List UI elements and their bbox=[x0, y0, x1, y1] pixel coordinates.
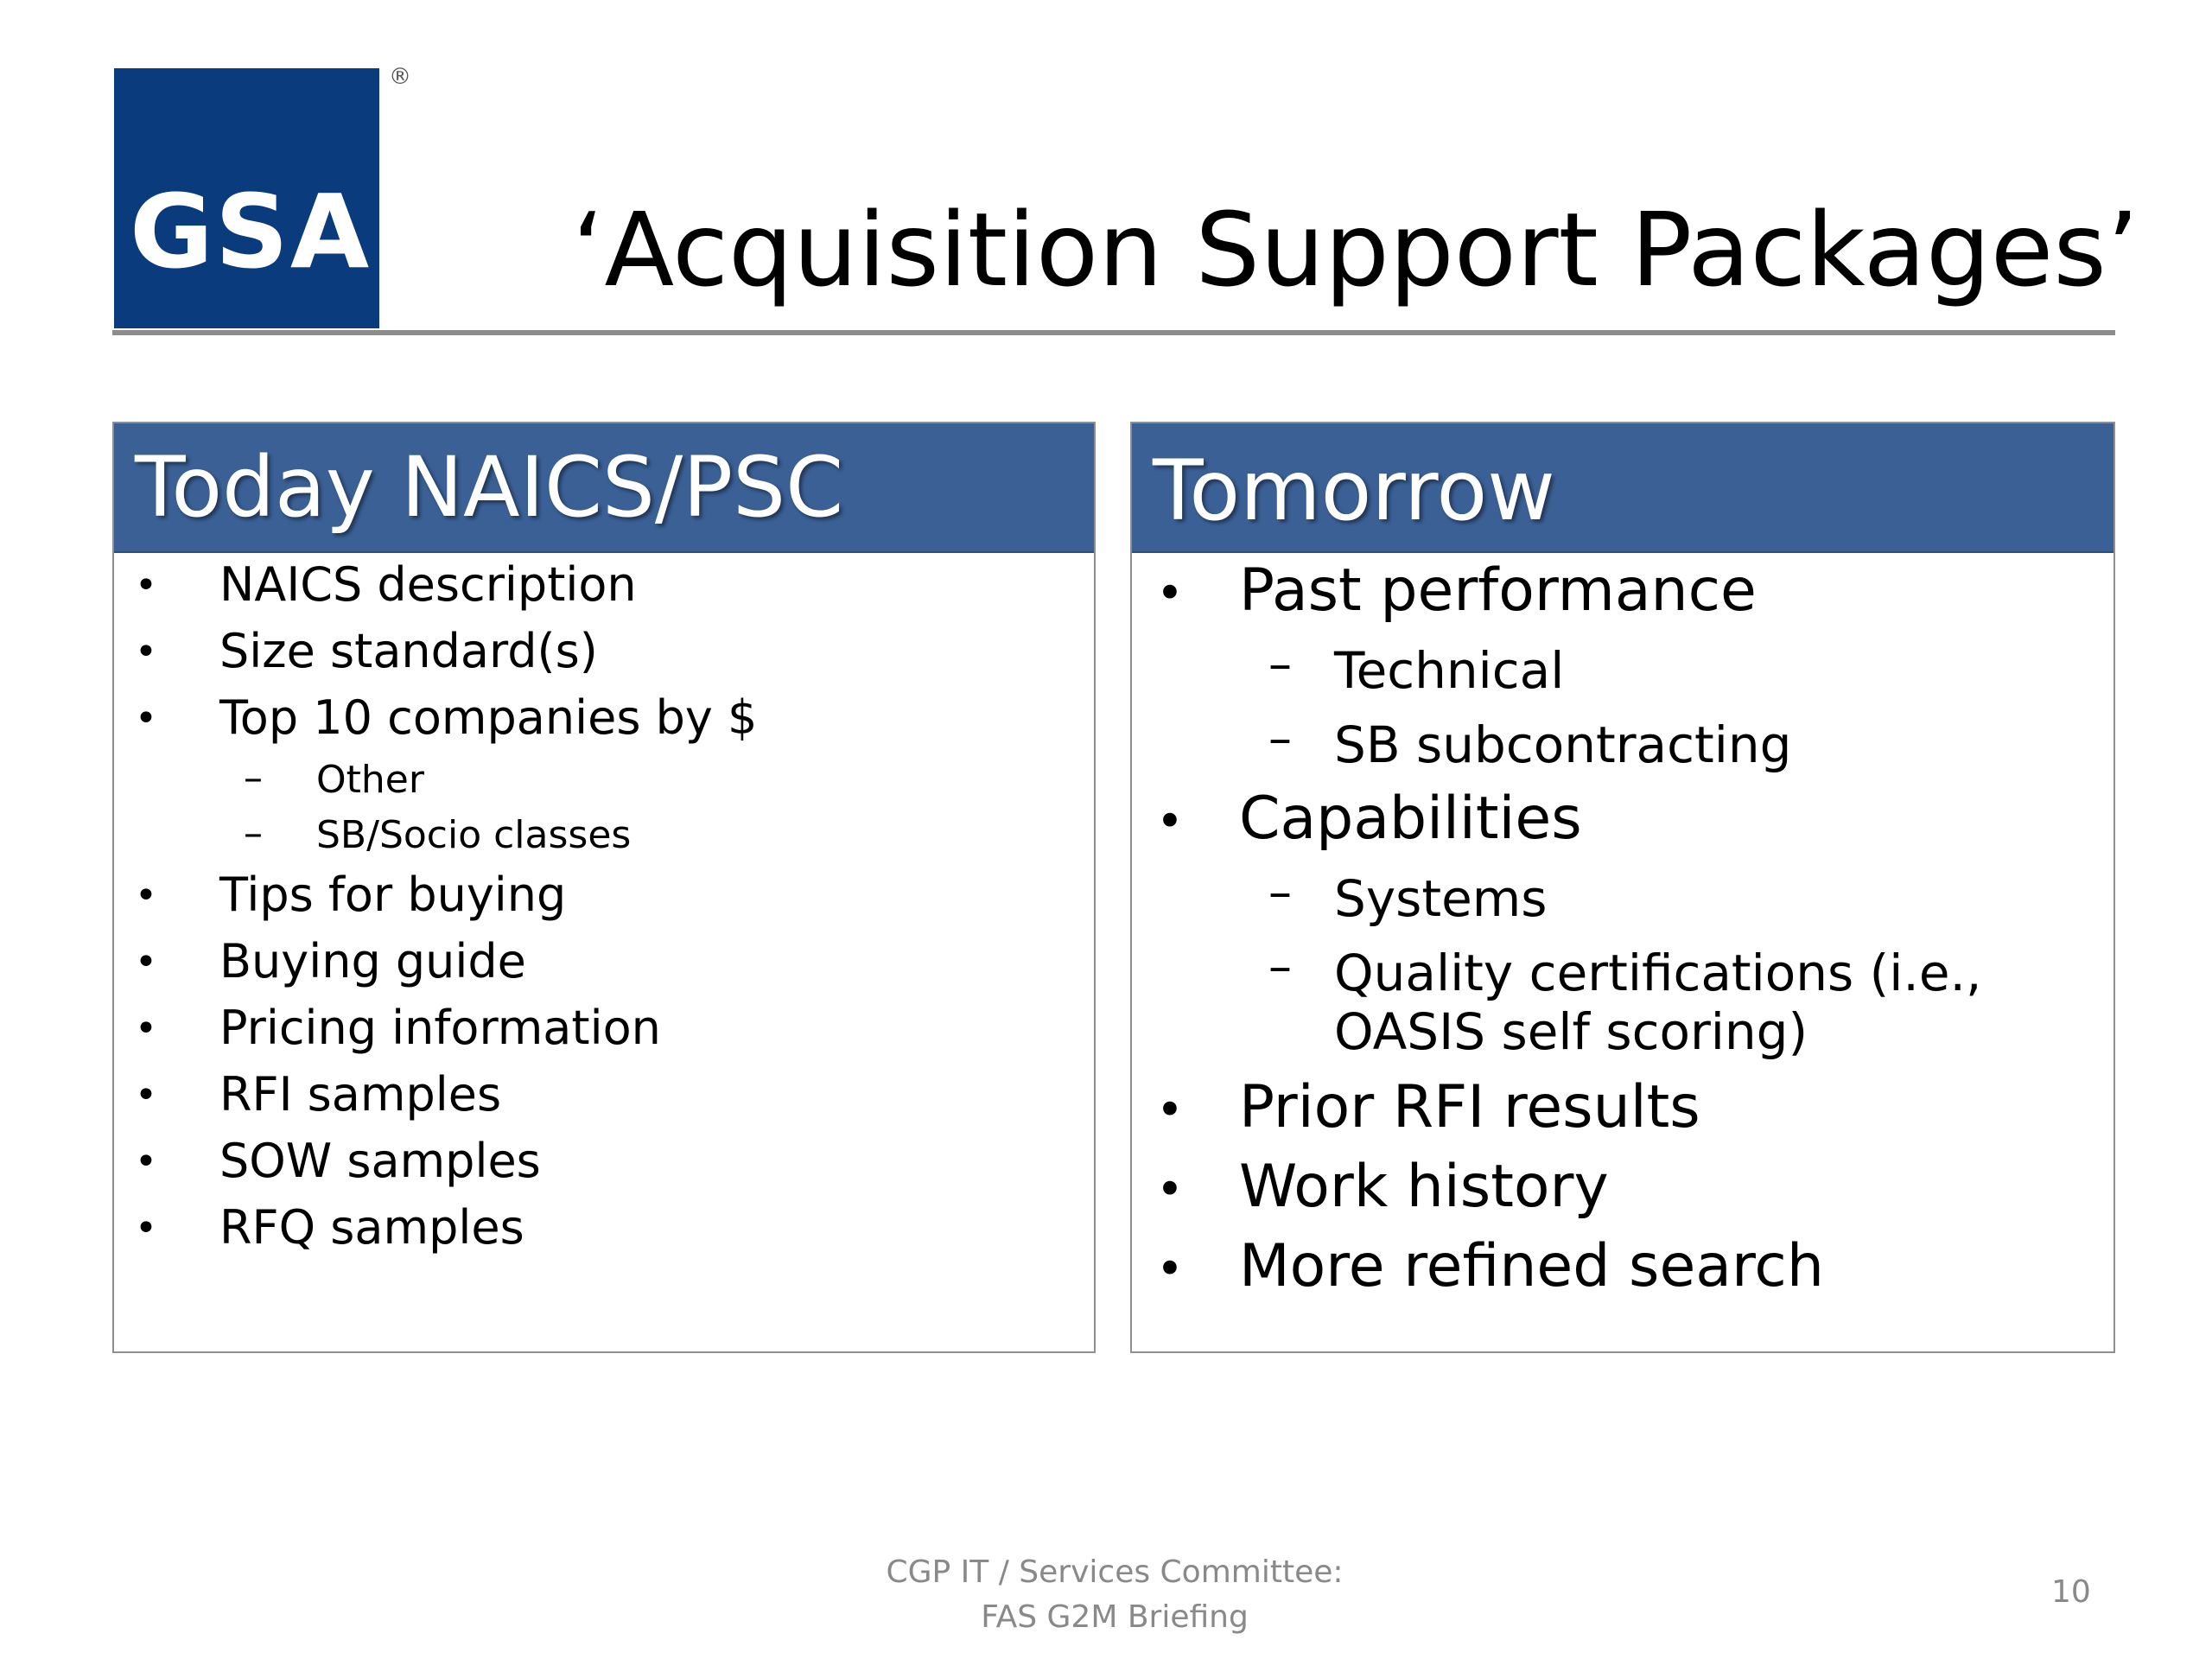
list-item: •Capabilities bbox=[1156, 785, 1582, 853]
bullet-icon: • bbox=[135, 1073, 157, 1117]
tomorrow-list: •Past performance –Technical –SB subcont… bbox=[1132, 553, 2113, 1317]
bullet-icon: • bbox=[135, 1206, 157, 1250]
list-item: •Past performance bbox=[1156, 556, 1757, 625]
dash-icon: – bbox=[1268, 865, 1292, 919]
sub-list-item: –Systems bbox=[1268, 865, 1548, 929]
today-list: •NAICS description •Size standard(s) •To… bbox=[114, 553, 1094, 1271]
footer-line-1: CGP IT / Services Committee: bbox=[886, 1554, 1344, 1590]
list-item: •Top 10 companies by $ bbox=[135, 690, 758, 745]
list-item: •Work history bbox=[1156, 1153, 1609, 1221]
dash-icon: – bbox=[1268, 939, 1292, 994]
list-item: •NAICS description bbox=[135, 557, 637, 612]
list-item: •Size standard(s) bbox=[135, 624, 598, 678]
footer-text: CGP IT / Services Committee: FAS G2M Bri… bbox=[847, 1550, 1382, 1640]
sub-list-item: –Other bbox=[244, 756, 424, 802]
registered-mark: ® bbox=[389, 64, 411, 90]
star-icon bbox=[310, 257, 343, 288]
bullet-icon: • bbox=[135, 874, 157, 918]
list-item: •Prior RFI results bbox=[1156, 1073, 1700, 1141]
today-panel: Today NAICS/PSC •NAICS description •Size… bbox=[112, 422, 1096, 1353]
sub-list-item: –Quality certifications (i.e., OASIS sel… bbox=[1268, 939, 1982, 1062]
dash-icon: – bbox=[244, 756, 263, 800]
bullet-icon: • bbox=[1156, 794, 1184, 849]
bullet-icon: • bbox=[135, 696, 157, 741]
list-item: •SOW samples bbox=[135, 1134, 541, 1188]
list-item: •More refined search bbox=[1156, 1232, 1824, 1300]
list-item: •Tips for buying bbox=[135, 868, 567, 922]
list-item: •Pricing information bbox=[135, 1001, 661, 1055]
bullet-icon: • bbox=[1156, 566, 1184, 620]
footer-line-2: FAS G2M Briefing bbox=[981, 1599, 1249, 1636]
sub-list-item: –SB subcontracting bbox=[1268, 711, 1792, 775]
bullet-icon: • bbox=[135, 940, 157, 984]
gsa-logo: GSA bbox=[114, 68, 379, 328]
bullet-icon: • bbox=[135, 1140, 157, 1184]
bullet-icon: • bbox=[135, 630, 157, 674]
bullet-icon: • bbox=[1156, 1083, 1184, 1137]
title-divider bbox=[112, 330, 2115, 335]
page-number: 10 bbox=[2051, 1574, 2091, 1610]
tomorrow-panel-header: Tomorrow bbox=[1132, 423, 2113, 553]
list-item: •RFI samples bbox=[135, 1067, 502, 1122]
dash-icon: – bbox=[1268, 711, 1292, 766]
bullet-icon: • bbox=[135, 563, 157, 607]
bullet-icon: • bbox=[1156, 1242, 1184, 1296]
dash-icon: – bbox=[244, 811, 263, 855]
tomorrow-panel: Tomorrow •Past performance –Technical –S… bbox=[1130, 422, 2115, 1353]
today-panel-header: Today NAICS/PSC bbox=[114, 423, 1094, 553]
list-item: •RFQ samples bbox=[135, 1200, 524, 1255]
list-item: •Buying guide bbox=[135, 934, 526, 988]
dash-icon: – bbox=[1268, 637, 1292, 691]
slide-title: ‘Acquisition Support Packages’ bbox=[572, 190, 2139, 309]
sub-list-item: –Technical bbox=[1268, 637, 1565, 701]
bullet-icon: • bbox=[135, 1007, 157, 1051]
sub-list-item: –SB/Socio classes bbox=[244, 811, 632, 857]
bullet-icon: • bbox=[1156, 1162, 1184, 1217]
